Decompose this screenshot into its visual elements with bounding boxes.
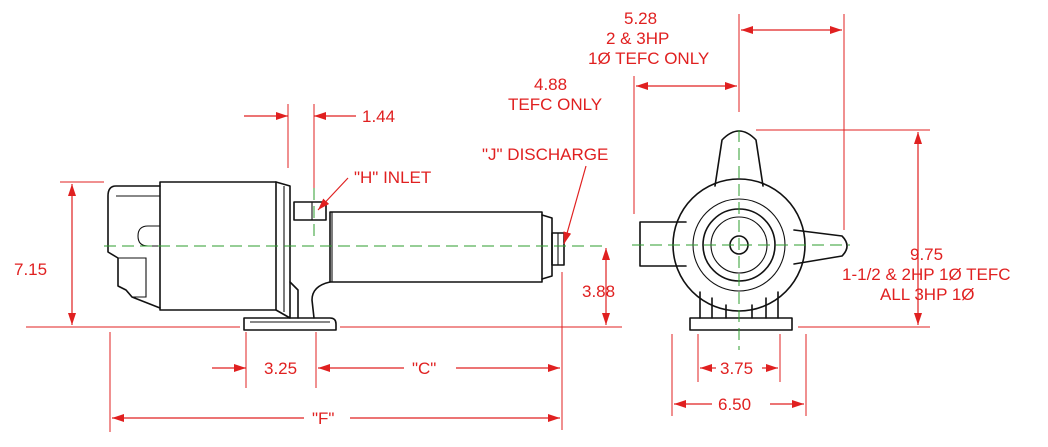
discharge-leader xyxy=(563,165,587,245)
motor-flange xyxy=(275,181,291,319)
label-dim-f: "F" xyxy=(312,409,334,428)
label-dim-528: 5.28 xyxy=(624,9,657,28)
end-view xyxy=(639,130,848,331)
label-inlet-offset: 1.44 xyxy=(362,107,395,126)
label-dim-488-note: TEFC ONLY xyxy=(508,95,602,114)
label-discharge: "J" DISCHARGE xyxy=(482,145,608,164)
label-dim-c: "C" xyxy=(412,359,436,378)
inlet-boss xyxy=(293,201,327,221)
pump-frame xyxy=(289,281,331,319)
label-dim-975-note1: 1-1/2 & 2HP 1Ø TEFC xyxy=(842,265,1011,284)
end-dimensions xyxy=(633,14,930,416)
side-view xyxy=(107,181,565,331)
pump-end-bell xyxy=(541,214,553,280)
label-inlet: "H" INLET xyxy=(354,168,431,187)
label-base-bolt: 3.75 xyxy=(720,359,753,378)
side-dimensions xyxy=(26,104,622,432)
end-view-base xyxy=(689,317,793,331)
right-fin xyxy=(793,229,848,265)
label-dim-488: 4.88 xyxy=(534,75,567,94)
left-boss xyxy=(639,221,687,267)
label-base-width: 6.50 xyxy=(718,395,751,414)
motor-end-cap xyxy=(107,185,161,309)
label-dim-975: 9.75 xyxy=(910,245,943,264)
label-overall-height: 7.15 xyxy=(14,260,47,279)
label-base-to-inlet: 3.25 xyxy=(264,359,297,378)
label-dim-975-note2: ALL 3HP 1Ø xyxy=(880,285,975,304)
end-cap-step xyxy=(116,195,160,298)
pump-casing xyxy=(329,211,543,283)
base-foot xyxy=(243,317,337,331)
label-dim-528-note1: 2 & 3HP xyxy=(606,29,669,48)
end-view-legs xyxy=(699,291,779,319)
label-shaft-height: 3.88 xyxy=(582,282,615,301)
label-dim-528-note2: 1Ø TEFC ONLY xyxy=(588,49,709,68)
inlet-leader xyxy=(317,177,349,211)
conduit-box xyxy=(137,225,160,247)
